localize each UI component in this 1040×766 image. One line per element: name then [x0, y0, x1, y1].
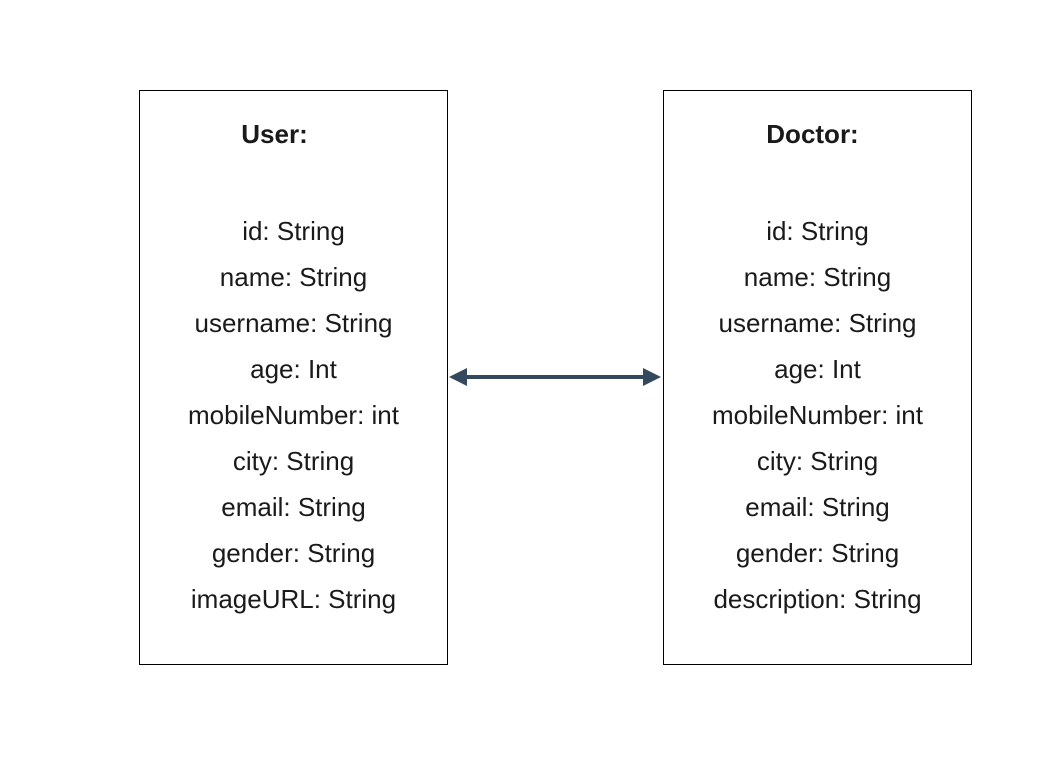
user-field-gender: gender: String — [211, 538, 376, 568]
doctor-field-gender: gender: String — [735, 538, 900, 568]
user-field-username: username: String — [194, 308, 393, 338]
user-field-name: name: String — [219, 262, 368, 292]
user-field-list: id: String name: String username: String… — [140, 208, 447, 622]
user-field-age: age: Int — [250, 354, 337, 384]
doctor-field-age: age: Int — [774, 354, 861, 384]
user-field-id: id: String — [242, 216, 345, 246]
relation-arrowhead-left — [449, 368, 467, 386]
user-field-image-url: imageURL: String — [190, 584, 397, 614]
doctor-entity-box: Doctor: id: String name: String username… — [663, 90, 972, 665]
doctor-field-city: city: String — [756, 446, 879, 476]
doctor-field-id: id: String — [766, 216, 869, 246]
user-field-email: email: String — [221, 492, 366, 522]
relation-arrowhead-right — [643, 368, 661, 386]
user-field-city: city: String — [232, 446, 355, 476]
doctor-field-description: description: String — [713, 584, 922, 614]
doctor-field-username: username: String — [718, 308, 917, 338]
user-field-mobile-number: mobileNumber: int — [188, 400, 399, 430]
user-entity-box: User: id: String name: String username: … — [139, 90, 448, 665]
doctor-field-name: name: String — [743, 262, 892, 292]
user-entity-title: User: — [241, 119, 308, 149]
doctor-field-mobile-number: mobileNumber: int — [712, 400, 923, 430]
doctor-field-email: email: String — [745, 492, 890, 522]
doctor-field-list: id: String name: String username: String… — [664, 208, 971, 622]
doctor-entity-title: Doctor: — [766, 119, 859, 149]
